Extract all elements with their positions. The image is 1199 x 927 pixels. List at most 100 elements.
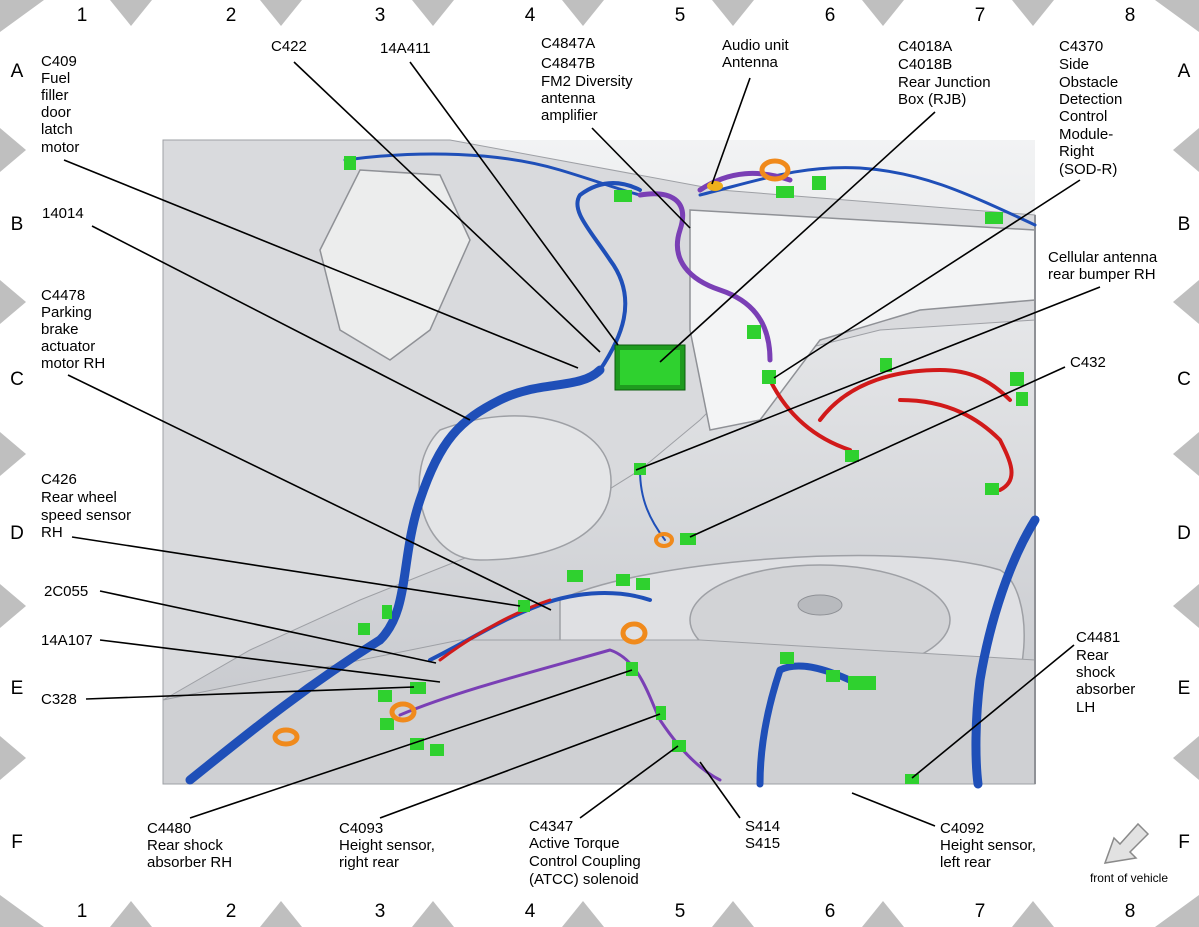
harness-lh-side (971, 515, 1040, 789)
border-diamonds-top (0, 0, 1199, 32)
label-c4481-line-2: Rear (1076, 647, 1109, 664)
col-7-bottom: 7 (975, 901, 986, 922)
connector-roof (812, 176, 826, 190)
row-b: B (11, 214, 24, 235)
front-of-vehicle-indicator: front of vehicle (1090, 822, 1168, 885)
label-c4018-line-1: C4018A (898, 38, 952, 55)
leader-c432 (689, 366, 1066, 538)
row-f: F (11, 832, 23, 853)
label-c4092-line-3: left rear (940, 854, 991, 871)
label-c4847-line-2: C4847B (541, 55, 595, 72)
leader-c409 (63, 159, 579, 369)
label-c409-line-3: filler (41, 87, 69, 104)
label-c4018-line-2: C4018B (898, 56, 952, 73)
row-b-right: B (1178, 214, 1191, 235)
leader-audio-antenna (711, 77, 751, 185)
leader-14014 (91, 225, 471, 421)
label-c4847: C4847A C4847B FM2 Diversity antenna ampl… (541, 35, 637, 124)
leader-14a411 (409, 61, 619, 346)
harness-red-sod (768, 368, 1014, 492)
row-f-right: F (1178, 832, 1190, 853)
leader-cellular (635, 286, 1101, 471)
label-c4347-line-4: (ATCC) solenoid (529, 871, 639, 888)
connector-red-4 (845, 450, 859, 462)
label-c4847-line-5: amplifier (541, 107, 598, 124)
label-c4480-line-1: C4480 (147, 820, 191, 837)
col-4: 4 (525, 5, 536, 26)
leader-c4847 (591, 127, 691, 229)
connector-c4847 (614, 190, 632, 202)
label-c4092: C4092 Height sensor, left rear (940, 820, 1040, 871)
label-c409-line-6: motor (41, 139, 79, 156)
label-audio-antenna: Audio unit Antenna (722, 37, 793, 71)
connector-red-2 (1016, 392, 1028, 406)
label-2c055-line-1: 2C055 (44, 583, 88, 600)
connector-floor-7 (430, 744, 444, 756)
connector-14a107 (358, 623, 370, 635)
connectors (272, 156, 1028, 784)
leader-c4480 (189, 669, 633, 819)
label-c4480-line-2: Rear shock (147, 837, 223, 854)
connector-floor-3 (636, 578, 650, 590)
label-c4478-line-4: actuator (41, 338, 95, 355)
col-8: 8 (1125, 5, 1136, 26)
leader-c4093 (379, 713, 661, 819)
label-c409-line-1: C409 (41, 53, 77, 70)
label-cellular-line-1: Cellular antenna (1048, 249, 1158, 266)
label-c4478-line-2: Parking (41, 304, 92, 321)
connector-c328 (410, 682, 426, 694)
label-s414-line-2: S415 (745, 835, 780, 852)
border-diamonds-right (1173, 128, 1199, 780)
col-8-bottom: 8 (1125, 901, 1136, 922)
label-14a411-line-1: 14A411 (380, 40, 431, 57)
label-c432: C432 (1070, 354, 1106, 371)
col-2-bottom: 2 (226, 901, 237, 922)
col-1-bottom: 1 (77, 901, 88, 922)
leader-c328 (85, 686, 415, 700)
col-1: 1 (77, 5, 88, 26)
label-14a411: 14A411 (380, 40, 431, 57)
col-3-bottom: 3 (375, 901, 386, 922)
label-c422: C422 (271, 38, 307, 55)
wheel-house-rh (418, 415, 612, 561)
connector-red-5 (880, 358, 892, 372)
col-5-bottom: 5 (675, 901, 686, 922)
label-c409-line-2: Fuel (41, 70, 70, 87)
label-c4018: C4018A C4018B Rear Junction Box (RJB) (898, 38, 995, 108)
grommet-antenna (707, 181, 723, 191)
label-c432-line-1: C432 (1070, 354, 1106, 371)
grommet-floor-3 (272, 727, 300, 747)
connector-floor-4 (378, 690, 392, 702)
connector-sod-r (762, 370, 776, 384)
leader-c4092 (851, 792, 936, 827)
connector-floor-1 (567, 570, 583, 582)
label-c4370-line-8: (SOD-R) (1059, 161, 1117, 178)
connector-c426 (518, 600, 530, 612)
leader-c4481 (911, 644, 1075, 779)
label-c409-line-5: latch (41, 121, 73, 138)
label-c4370: C4370 Side Obstacle Detection Control Mo… (1059, 38, 1127, 178)
leader-c4018 (659, 111, 936, 363)
front-of-vehicle-label: front of vehicle (1090, 871, 1168, 885)
connector-c4347 (672, 740, 686, 752)
label-c4370-line-1: C4370 (1059, 38, 1103, 55)
row-e-right: E (1178, 678, 1191, 699)
label-14014: 14014 (42, 205, 84, 222)
connector-c4018 (776, 186, 794, 198)
label-c328: C328 (41, 691, 77, 708)
harness-roof-rail (343, 152, 1037, 227)
front-arrow-icon (1103, 822, 1150, 864)
vehicle-body-illustration (162, 139, 1036, 785)
label-c4347: C4347 Active Torque Control Coupling (AT… (529, 818, 645, 888)
row-letters-left: A B C D E F (10, 61, 24, 853)
spare-tire-mount (797, 594, 843, 616)
label-c4093: C4093 Height sensor, right rear (339, 820, 439, 871)
connector-c409 (344, 156, 356, 170)
row-e: E (11, 678, 24, 699)
grommet-c432 (654, 532, 674, 548)
rear-junction-box-face (620, 350, 680, 385)
label-c4481-line-4: absorber (1076, 681, 1135, 698)
leader-2c055 (99, 590, 437, 664)
row-letters-right: A B C D E F (1177, 61, 1191, 853)
label-c4347-line-1: C4347 (529, 818, 573, 835)
